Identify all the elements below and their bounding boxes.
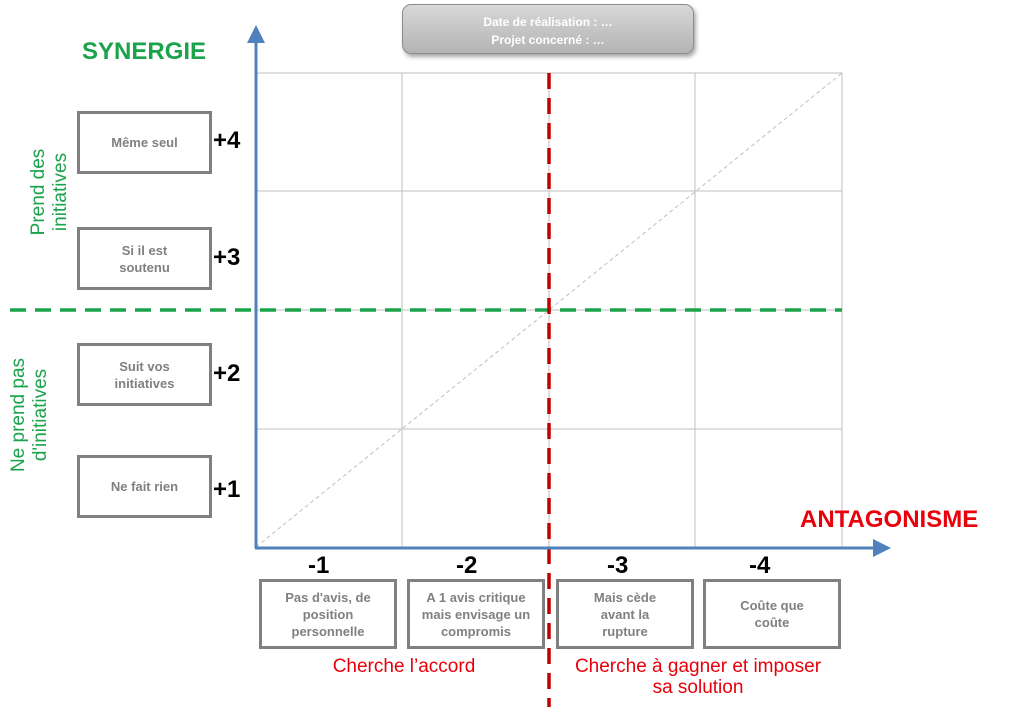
y-level-box: Si il est soutenu bbox=[77, 227, 212, 290]
y-level-box: Ne fait rien bbox=[77, 455, 212, 518]
y-score: +4 bbox=[213, 127, 241, 154]
header-project: Projet concerné : … bbox=[491, 33, 605, 47]
y-level-box: Suit vos initiatives bbox=[77, 343, 212, 406]
y-group-bottom-label: Ne prend pas d'initiatives bbox=[8, 357, 51, 473]
x-axis-title: ANTAGONISME bbox=[800, 506, 979, 533]
x-score: -2 bbox=[456, 552, 478, 579]
x-group-left-label: Cherche l’accord bbox=[332, 656, 476, 677]
x-score: -1 bbox=[308, 552, 330, 579]
header-box: Date de réalisation : … Projet concerné … bbox=[402, 4, 694, 54]
x-score: -3 bbox=[607, 552, 629, 579]
y-level-box: Même seul bbox=[77, 111, 212, 174]
y-axis-title: SYNERGIE bbox=[82, 38, 207, 65]
x-level-box: Mais cède avant la rupture bbox=[556, 579, 694, 649]
x-score: -4 bbox=[749, 552, 771, 579]
header-date: Date de réalisation : … bbox=[483, 15, 613, 29]
y-score: +1 bbox=[213, 476, 241, 503]
y-group-top-label: Prend des initiatives bbox=[28, 148, 71, 236]
x-level-box: Pas d'avis, de position personnelle bbox=[259, 579, 397, 649]
x-level-box: A 1 avis critique mais envisage un compr… bbox=[407, 579, 545, 649]
y-score: +3 bbox=[213, 244, 241, 271]
x-group-right-label: Cherche à gagner et imposer sa solution bbox=[574, 656, 822, 698]
y-score: +2 bbox=[213, 360, 241, 387]
x-level-box: Coûte que coûte bbox=[703, 579, 841, 649]
